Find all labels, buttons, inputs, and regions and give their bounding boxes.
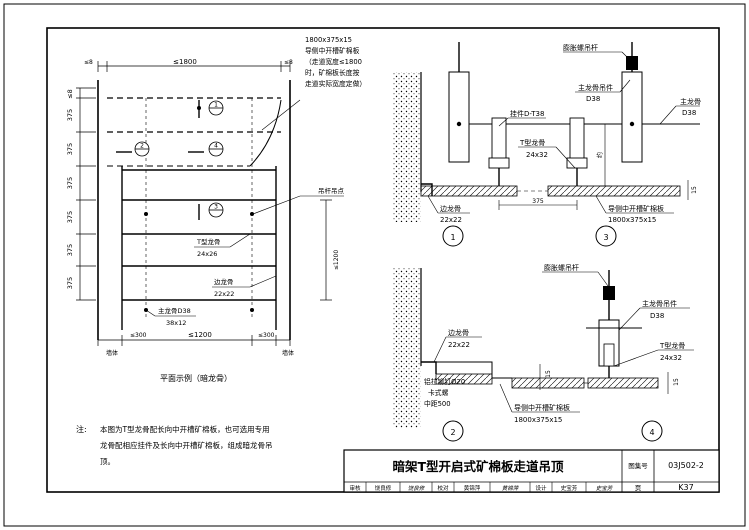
- detail-top-expansion-bolt: 膨胀螺吊杆: [563, 43, 598, 52]
- detail-top-t-keel: T型龙骨: [519, 138, 545, 147]
- title-block-title: 暗架T型开启式矿棉板走道吊顶: [392, 459, 564, 474]
- detail-bottom-hanger-size: D38: [650, 312, 664, 320]
- sign-review-signature: 饶良修: [408, 485, 426, 492]
- plan-callout-1: 1: [198, 100, 224, 118]
- plan-dim-bottom-right: ≤300: [258, 332, 275, 339]
- plan-caption: 平面示例（暗龙骨）: [160, 373, 232, 383]
- plan-dim-top-edge-right: ≤8: [284, 59, 293, 66]
- sign-check-name: 黄锦萍: [464, 484, 481, 492]
- plan-left-dim-0: ≤8: [66, 89, 74, 99]
- plan-dim-right-vertical: ≤1200: [333, 250, 340, 270]
- svg-text:卡式螺: 卡式螺: [428, 388, 449, 397]
- plan-view: ≤8 ≤1800 ≤8 ≤8 375 375 375 375 375 375: [66, 36, 366, 383]
- plan-label-edge-keel: 边龙骨: [214, 277, 234, 286]
- detail-bottom-expansion-bolt: 膨胀螺吊杆: [544, 263, 579, 272]
- svg-text:1: 1: [214, 102, 218, 109]
- plan-dim-bottom-left: ≤300: [130, 332, 147, 339]
- detail-top-dim-height: 约: [596, 152, 604, 158]
- svg-text:4: 4: [214, 143, 218, 150]
- detail-bottom-callout-left: 2: [450, 428, 455, 437]
- title-block-page-number: K37: [678, 483, 693, 492]
- detail-top-t-keel-size: 24x32: [526, 151, 548, 159]
- svg-text:3: 3: [214, 204, 218, 211]
- svg-text:（走道宽度≤1800: （走道宽度≤1800: [305, 57, 362, 66]
- detail-bottom-panel-size: 1800x375x15: [514, 416, 562, 424]
- detail-top-main-keel-size: D38: [682, 109, 696, 117]
- plan-left-dim-3: 375: [66, 177, 74, 189]
- detail-top-panel-size: 1800x375x15: [608, 216, 656, 224]
- detail-top-hanger-size: D38: [586, 95, 600, 103]
- plan-label-t-keel-size: 24x26: [197, 250, 217, 258]
- detail-bottom: 2 4 膨胀螺吊杆 主龙骨吊件 D38 T型龙骨 24x32 边龙骨 22x22…: [393, 263, 694, 442]
- title-block-atlas-label: 图集号: [628, 461, 648, 470]
- plan-left-dim-2: 375: [66, 143, 74, 155]
- svg-text:1800x375x15: 1800x375x15: [305, 36, 352, 44]
- detail-bottom-dim-thick-right: 15: [673, 378, 680, 386]
- plan-label-hanger-rod: 吊杆吊点: [318, 186, 345, 195]
- detail-top-dim-spacing: 375: [532, 198, 544, 205]
- detail-top-hanger-right: [621, 42, 643, 163]
- detail-top-hanger-name: 主龙骨吊件: [578, 83, 613, 92]
- plan-dim-bottom-mid: ≤1200: [188, 331, 212, 339]
- plan-left-dim-4: 375: [66, 211, 74, 223]
- detail-bottom-edge-keel: 边龙骨: [448, 328, 469, 337]
- plan-callout-3: 3: [198, 202, 224, 220]
- notes-line-2: 顶。: [100, 457, 115, 466]
- plan-label-t-keel: T型龙骨: [196, 237, 220, 246]
- detail-bottom-panel-name: 导侧中开槽矿棉板: [514, 403, 570, 412]
- detail-bottom-callout-right: 4: [649, 428, 654, 437]
- svg-text:走道实际宽度定做）: 走道实际宽度定做）: [305, 79, 366, 88]
- svg-text:导侧中开槽矿棉板: 导侧中开槽矿棉板: [305, 46, 360, 55]
- detail-top-hanger-left: [448, 42, 470, 163]
- notes: 注: 本图为T型龙骨配长向中开槽矿棉板，也可选用专用 龙骨配相应挂件及长向中开槽…: [76, 424, 273, 466]
- svg-text:2: 2: [140, 143, 144, 150]
- detail-bottom-t-keel-size: 24x32: [660, 354, 682, 362]
- plan-label-main-keel-size: 38x12: [166, 319, 186, 327]
- svg-text:铝拉铆钉Ø20: 铝拉铆钉Ø20: [424, 377, 465, 386]
- detail-top-dim-thick: 15: [691, 186, 698, 194]
- plan-dim-top-mid: ≤1800: [173, 58, 197, 66]
- plan-callout-4: 4: [188, 141, 224, 157]
- svg-text:中距500: 中距500: [424, 399, 451, 408]
- plan-panel-note: 1800x375x15 导侧中开槽矿棉板 （走道宽度≤1800 时，矿棉板长度按…: [305, 36, 366, 88]
- sign-check-label: 校对: [437, 484, 449, 492]
- sign-review-name: 饶良修: [375, 484, 392, 492]
- sign-design-label: 设计: [535, 484, 547, 492]
- detail-top-connector: 挂件D-T38: [510, 109, 544, 118]
- detail-top-callout-right: 3: [603, 233, 608, 242]
- sign-design-signature: 史宝芳: [596, 485, 614, 492]
- plan-left-dim-1: 375: [66, 109, 74, 121]
- plan-callout-2: 2: [116, 141, 150, 157]
- detail-top: 1 3 膨胀螺吊杆 主龙骨吊件 D38 主龙骨 D38 挂件D-T38 T型龙骨…: [393, 42, 701, 247]
- sign-check-signature: 黄锦萍: [502, 485, 520, 492]
- notes-line-0: 本图为T型龙骨配长向中开槽矿棉板，也可选用专用: [100, 424, 270, 434]
- plan-left-dim-5: 375: [66, 244, 74, 256]
- title-block-atlas-number: 03J502-2: [668, 461, 704, 470]
- sign-design-name: 史宝芳: [561, 484, 578, 492]
- notes-label: 注:: [76, 424, 87, 434]
- outer-frame: [3, 3, 746, 527]
- detail-top-main-keel: 主龙骨: [680, 97, 701, 106]
- detail-top-edge-keel-size: 22x22: [440, 216, 462, 224]
- sign-review-label: 审核: [349, 484, 361, 492]
- plan-left-dim-6: 375: [66, 277, 74, 289]
- plan-dim-top-edge-left: ≤8: [84, 59, 93, 66]
- title-block: 暗架T型开启式矿棉板走道吊顶 图集号 03J502-2 页 K37 审核 饶良修…: [343, 449, 720, 493]
- notes-line-1: 龙骨配相应挂件及长向中开槽矿棉板，组成暗龙骨吊: [100, 440, 273, 450]
- detail-bottom-hanger-name: 主龙骨吊件: [642, 299, 677, 308]
- plan-wall-label-right: 墙体: [282, 349, 294, 357]
- svg-text:时，矿棉板长度按: 时，矿棉板长度按: [305, 68, 360, 77]
- title-block-page-label: 页: [635, 484, 642, 492]
- detail-bottom-t-keel: T型龙骨: [659, 341, 685, 350]
- detail-top-edge-keel: 边龙骨: [440, 204, 461, 213]
- detail-bottom-rivet-note: 铝拉铆钉Ø20 卡式螺 中距500: [424, 377, 465, 408]
- detail-bottom-edge-keel-size: 22x22: [448, 341, 470, 349]
- plan-label-main-keel: 主龙骨D38: [158, 306, 191, 315]
- plan-label-edge-keel-size: 22x22: [214, 290, 234, 298]
- detail-bottom-dim-thick: 15: [545, 370, 552, 378]
- detail-top-panel-name: 导侧中开槽矿棉板: [608, 204, 664, 213]
- detail-top-callout-left: 1: [450, 233, 455, 242]
- plan-wall-label-left: 墙体: [106, 349, 118, 357]
